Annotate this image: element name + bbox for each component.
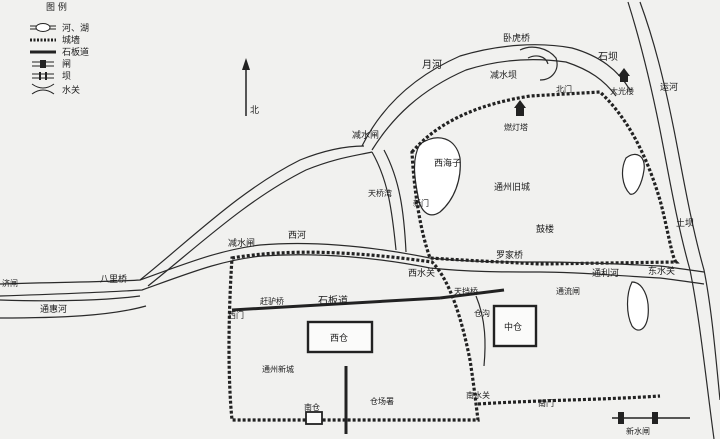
randeng-tower-base bbox=[516, 108, 524, 116]
jianshui-channel bbox=[139, 145, 373, 287]
canggou-channel bbox=[475, 295, 486, 367]
wohu-loop bbox=[519, 46, 558, 81]
xihaizi-lake bbox=[413, 137, 461, 216]
legend-title: 图 例 bbox=[46, 1, 67, 13]
dagaung-tower-base bbox=[620, 76, 628, 82]
tonghui-river bbox=[0, 295, 147, 319]
label-tuba: 土坝 bbox=[676, 217, 694, 229]
old-city-wall bbox=[410, 90, 680, 266]
label-nancang: 南仓 bbox=[304, 402, 320, 412]
label-tonghuihe: 通惠河 bbox=[40, 303, 67, 315]
label-yuehe: 月河 bbox=[422, 59, 442, 71]
legend-label-sluice: 闸 bbox=[62, 59, 71, 70]
east-lake bbox=[621, 153, 645, 195]
legend-label-dam: 坝 bbox=[62, 71, 71, 82]
south-wall-east bbox=[477, 394, 661, 406]
dam-icon bbox=[32, 72, 54, 80]
label-tongzhouxincheng: 通州新城 bbox=[262, 364, 294, 374]
label-nanshuiguan: 南水关 bbox=[466, 390, 490, 400]
label-zhongcang: 中仓 bbox=[504, 321, 522, 333]
label-xihaizi: 西海子 bbox=[434, 157, 461, 169]
north-label: 北 bbox=[250, 105, 259, 116]
sluice-icon bbox=[618, 412, 624, 424]
label-dagaungou: 大光楼 bbox=[610, 86, 634, 96]
river-lake-icon bbox=[30, 23, 56, 32]
label-jianshuizha: 减水闸 bbox=[228, 237, 255, 249]
label-shiba: 石坝 bbox=[598, 51, 618, 63]
label-randengta: 燃灯塔 bbox=[504, 122, 528, 132]
nancang-building bbox=[305, 411, 323, 425]
label-ximen: 西门 bbox=[228, 310, 244, 320]
label-tianqiaowan: 天桥湾 bbox=[368, 188, 392, 198]
label-dongshuiguan: 东水关 bbox=[648, 265, 675, 277]
label-tongzhoujiucheng: 通州旧城 bbox=[494, 182, 530, 193]
label-yunhe: 运河 bbox=[660, 81, 678, 93]
label-xishuiguan: 西水关 bbox=[408, 267, 435, 279]
stone-road bbox=[231, 296, 441, 312]
tongli-river bbox=[539, 261, 705, 285]
legend-label-road: 石板道 bbox=[62, 46, 89, 58]
label-cangchangshu: 仓场署 bbox=[370, 396, 394, 406]
randeng-tower-icon bbox=[514, 100, 526, 108]
north-arrow-icon bbox=[242, 58, 250, 116]
label-jiguanzha: 济闸 bbox=[2, 278, 18, 288]
zhongcang-building bbox=[492, 304, 538, 348]
label-tongliuzha: 通流闸 bbox=[556, 286, 580, 296]
label-xicang: 西仓 bbox=[330, 332, 348, 344]
label-beimen: 北门 bbox=[556, 84, 572, 94]
dagaung-tower-icon bbox=[618, 68, 630, 76]
label-wohuqiao: 卧虎桥 bbox=[503, 32, 530, 44]
xicang-building bbox=[306, 320, 374, 354]
label-tonglihe: 通利河 bbox=[592, 267, 619, 279]
label-balizqiao: 八里桥 bbox=[100, 273, 127, 285]
legend-label-wall: 城墙 bbox=[62, 34, 80, 46]
label-bottom-right: 新水闸 bbox=[626, 426, 650, 436]
label-shibandao: 石板道 bbox=[318, 294, 348, 307]
yuehe-canal bbox=[361, 44, 631, 151]
label-zhaoluqiao: 赶驴桥 bbox=[260, 296, 284, 306]
east-pond bbox=[626, 281, 649, 331]
label-luojiaqiao: 罗家桥 bbox=[496, 249, 523, 261]
legend-label-water-gate: 水关 bbox=[62, 84, 80, 96]
legend: 图 例 河、湖 城墙 石板道 闸 坝 bbox=[30, 1, 89, 96]
label-xihe: 西河 bbox=[288, 229, 306, 241]
label-jianshuiba: 减水坝 bbox=[490, 69, 517, 81]
label-nanmen: 南门 bbox=[538, 398, 554, 408]
new-city-wall bbox=[227, 250, 480, 422]
water-gate-icon bbox=[31, 83, 55, 95]
label-xinmen: 新门 bbox=[413, 198, 429, 208]
legend-label-river: 河、湖 bbox=[62, 22, 89, 34]
tianqiao-channel bbox=[371, 149, 407, 253]
label-jianshuizha-top: 减水闸 bbox=[352, 129, 379, 141]
sluice-icon bbox=[652, 412, 658, 424]
yunhe-canal bbox=[627, 1, 720, 439]
label-canggou: 仓沟 bbox=[474, 308, 490, 318]
sluice-icon bbox=[32, 60, 54, 68]
label-gulou: 鼓楼 bbox=[536, 223, 554, 235]
stone-road-east bbox=[439, 288, 505, 300]
label-tiandangqiao: 天挡桥 bbox=[454, 286, 478, 296]
